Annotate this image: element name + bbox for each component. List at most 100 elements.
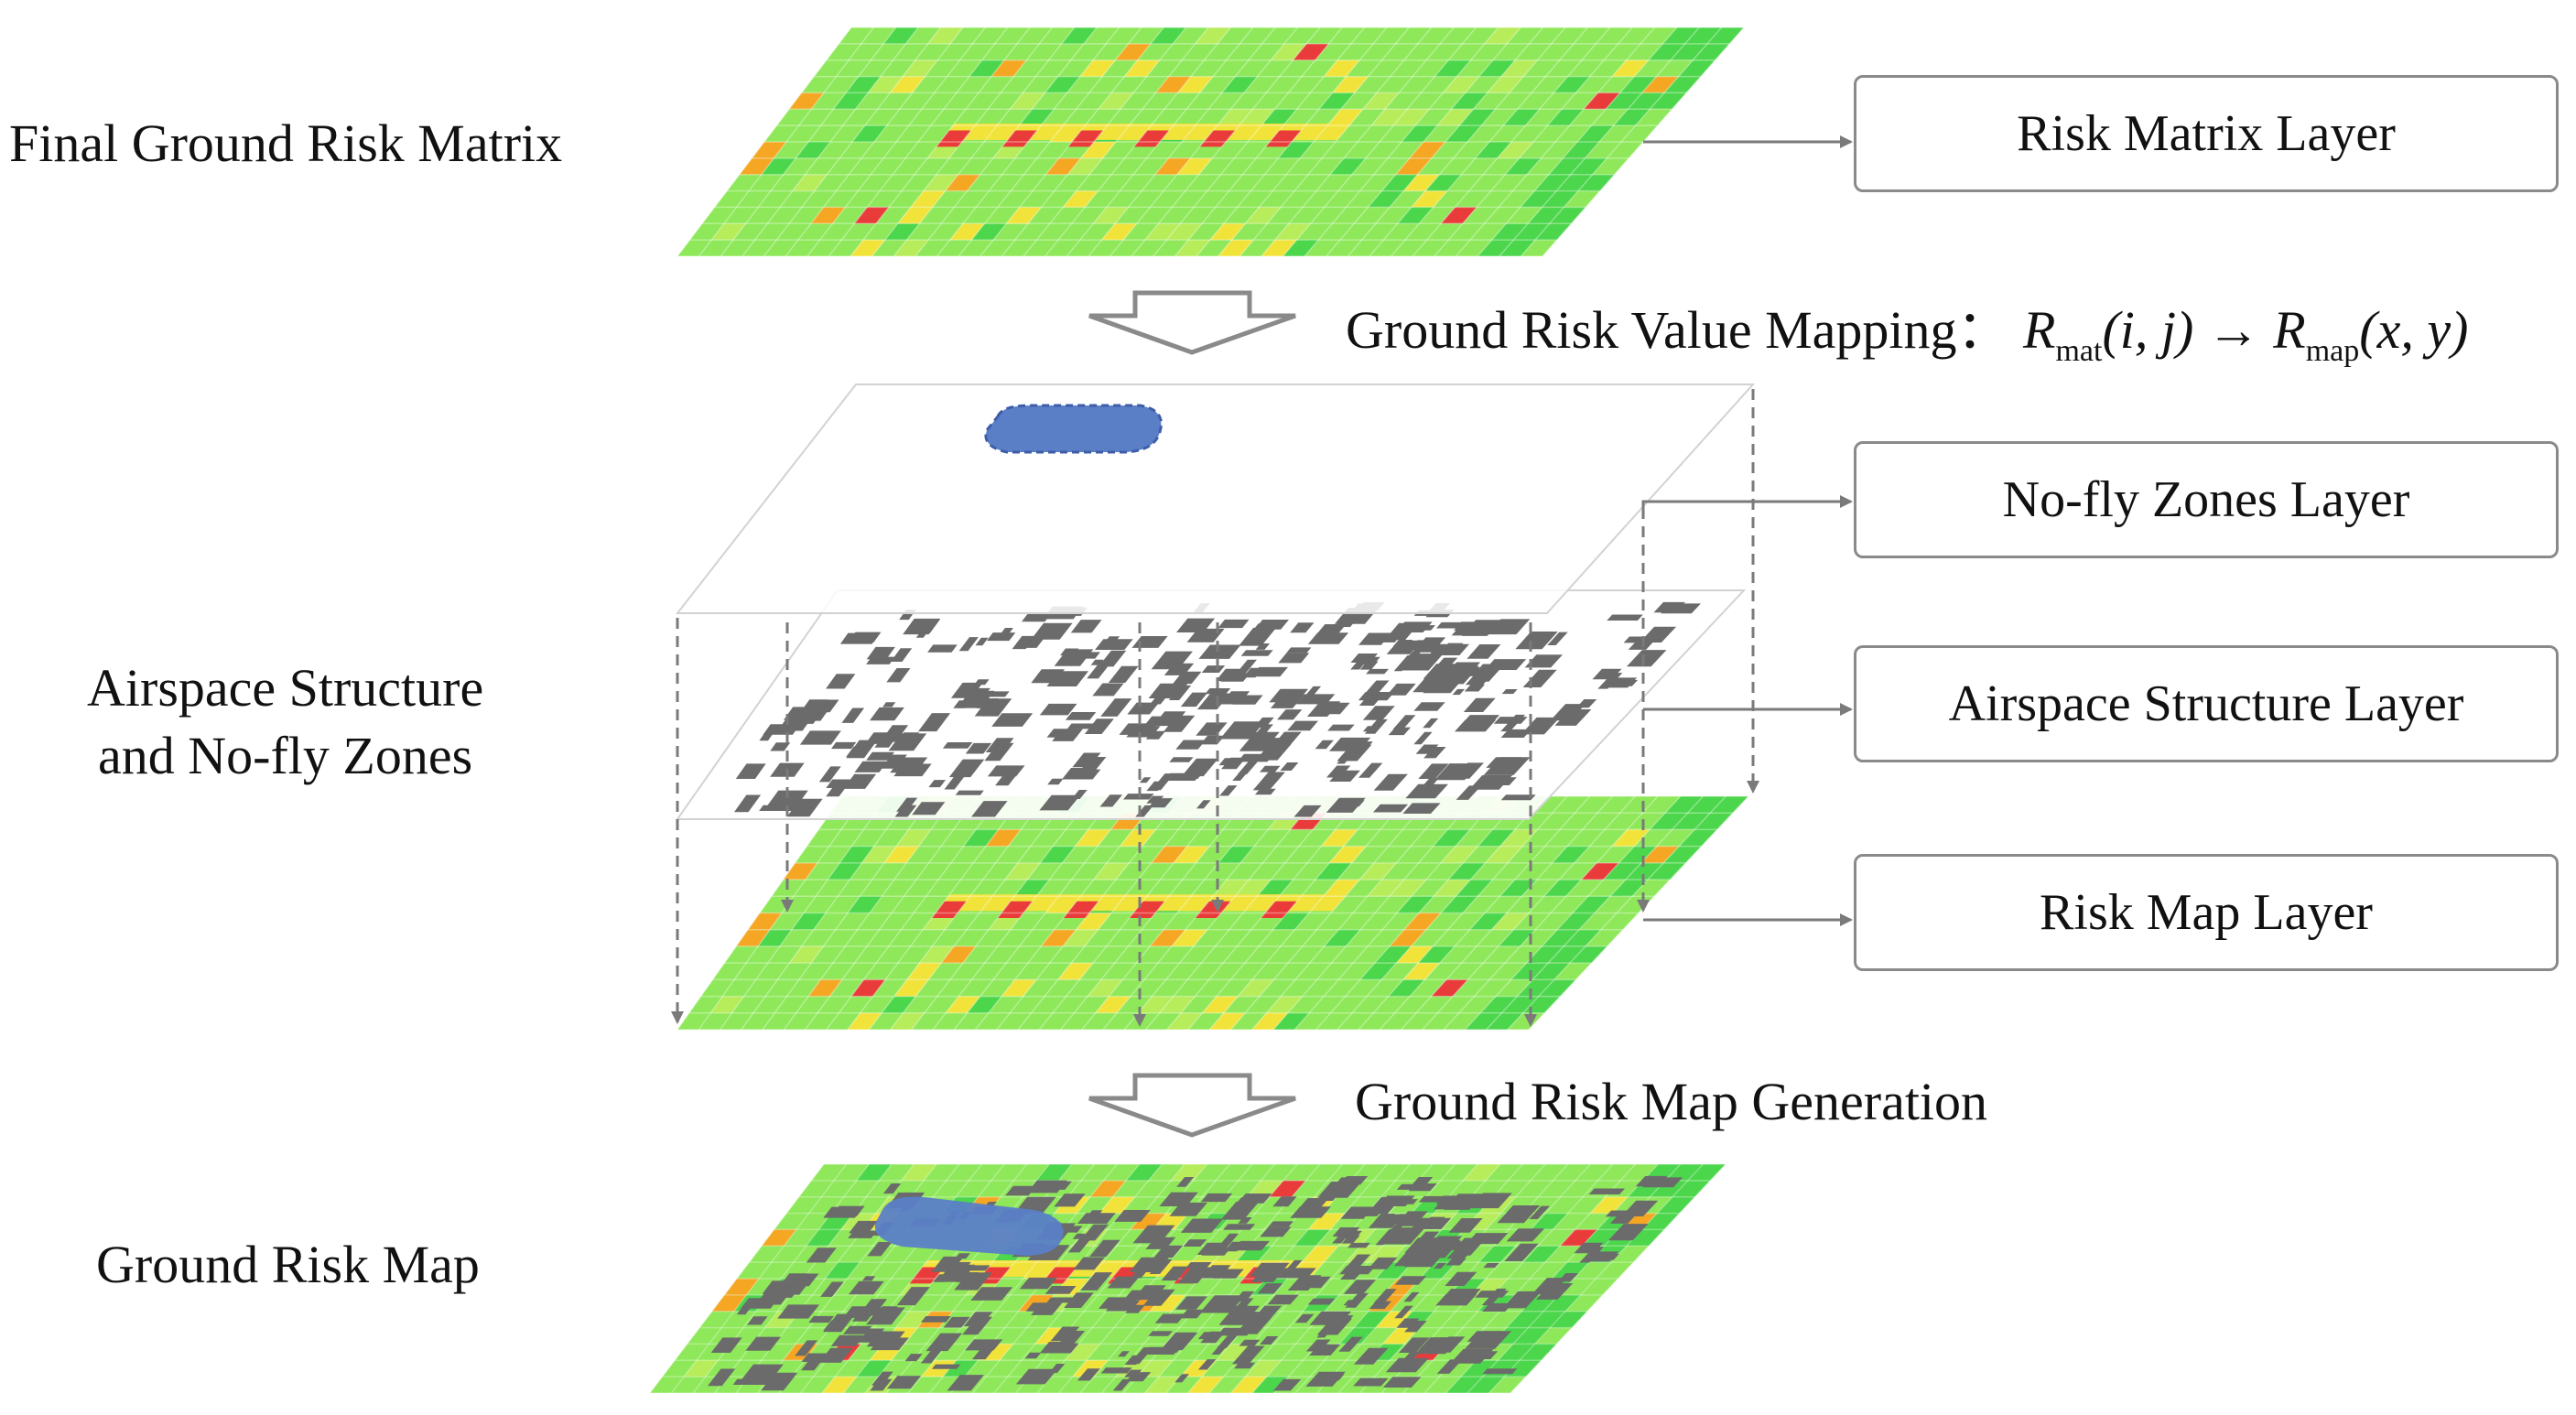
risk-cell — [1664, 796, 1704, 814]
airspace-structure-plane — [676, 589, 1747, 820]
building — [1065, 712, 1097, 720]
building — [1142, 716, 1164, 728]
ground-risk-map-label: Ground Risk Map — [96, 1235, 480, 1294]
risk-cell — [1505, 157, 1542, 175]
building — [987, 765, 1025, 777]
building — [1394, 1276, 1427, 1285]
risk-cell — [1261, 240, 1297, 256]
risk-cell — [1067, 130, 1104, 147]
building — [1161, 1266, 1189, 1281]
building — [1201, 1265, 1231, 1279]
building — [1486, 757, 1522, 768]
risk-cell — [1411, 190, 1447, 208]
building — [943, 1316, 970, 1328]
risk-cell — [1176, 157, 1213, 175]
risk-cell — [1324, 929, 1361, 946]
formula-r-mat: R — [2023, 300, 2056, 360]
risk-cell — [1063, 190, 1099, 208]
building — [971, 801, 1008, 817]
building — [1095, 639, 1133, 650]
risk-cell — [761, 157, 796, 175]
layer-connectors — [1641, 135, 1853, 926]
building — [1080, 1272, 1113, 1291]
building — [1293, 1198, 1329, 1216]
risk-cell — [1072, 1360, 1109, 1377]
risk-cell — [1498, 929, 1536, 946]
building — [1467, 1331, 1504, 1342]
building — [1500, 794, 1536, 801]
building — [1502, 1291, 1542, 1309]
building — [1173, 671, 1202, 685]
building — [1392, 1199, 1418, 1204]
building — [1122, 1290, 1144, 1302]
building — [818, 1347, 853, 1363]
building — [1039, 1342, 1066, 1354]
building — [1054, 1194, 1086, 1207]
building — [1220, 1201, 1260, 1220]
building — [1326, 797, 1366, 813]
risk-cell — [1129, 901, 1165, 918]
building — [1260, 1336, 1279, 1345]
building — [866, 1310, 894, 1316]
building — [920, 1316, 951, 1323]
building — [1219, 785, 1238, 796]
risk-cell — [1486, 1012, 1523, 1030]
risk-cell — [1573, 896, 1610, 913]
building — [1257, 1283, 1283, 1294]
building — [1024, 1352, 1042, 1359]
risk-cell — [1150, 929, 1185, 946]
building — [1547, 632, 1568, 645]
no-fly-plane-base — [675, 383, 1756, 614]
risk-cell — [1402, 125, 1438, 142]
building — [1201, 665, 1226, 673]
building — [1164, 663, 1195, 675]
building — [880, 725, 909, 741]
risk-cell — [1441, 896, 1478, 913]
building — [1201, 1247, 1232, 1256]
risk-cell — [919, 945, 955, 964]
building — [927, 644, 958, 653]
risk-cell — [1535, 223, 1572, 241]
building — [1415, 1337, 1461, 1355]
building — [1196, 722, 1228, 736]
building — [1452, 688, 1466, 696]
risk-cell — [1440, 846, 1478, 863]
airspace-structure-layer-label: Airspace Structure Layer — [1948, 675, 2464, 732]
risk-cell — [1238, 979, 1274, 997]
risk-cell — [1484, 27, 1521, 44]
risk-cell — [1183, 124, 1219, 140]
risk-cell — [895, 1311, 931, 1328]
risk-cell — [1395, 157, 1432, 175]
risk-cell — [1461, 1360, 1499, 1377]
building — [1382, 1377, 1422, 1388]
risk-cell — [1388, 979, 1425, 997]
building — [1254, 788, 1276, 795]
building — [1385, 1357, 1429, 1373]
risk-cell — [927, 27, 963, 44]
risk-cell — [1547, 109, 1584, 126]
risk-cell — [1499, 829, 1538, 847]
building — [1405, 783, 1448, 799]
building — [1561, 715, 1575, 722]
building — [1358, 762, 1383, 778]
risk-cell — [1528, 1311, 1565, 1328]
building — [854, 761, 888, 772]
risk-cell — [1470, 1279, 1509, 1295]
building — [1272, 1196, 1297, 1207]
risk-cell — [868, 76, 904, 93]
building — [1139, 777, 1152, 783]
building — [931, 1364, 961, 1369]
risk-cell — [1024, 894, 1060, 912]
building — [1338, 1336, 1363, 1352]
building — [1073, 1257, 1105, 1270]
risk-cell — [1434, 880, 1471, 897]
building — [1463, 697, 1496, 712]
building — [1079, 1224, 1109, 1241]
risk-cell — [1115, 43, 1151, 60]
risk-cell — [856, 1360, 892, 1377]
building — [848, 632, 882, 643]
risk-cell — [1375, 1262, 1412, 1279]
risk-cell — [1090, 894, 1127, 912]
building — [1355, 1206, 1386, 1216]
building — [1607, 1224, 1649, 1241]
